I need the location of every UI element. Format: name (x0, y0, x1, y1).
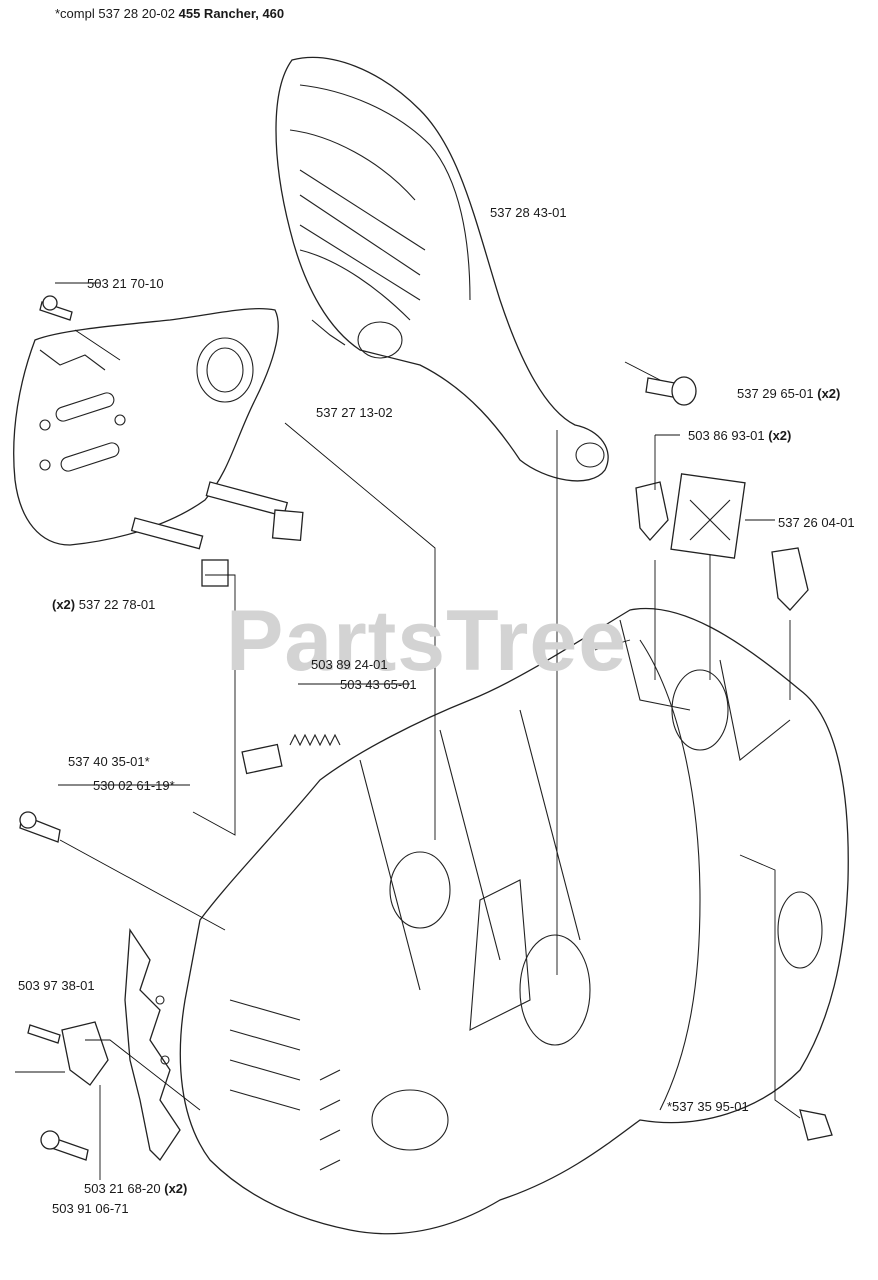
part-label-503-86-93-01[interactable]: 503 86 93-01 (x2) (688, 428, 792, 443)
part-label-503-97-38-01[interactable]: 503 97 38-01 (18, 978, 95, 993)
part-label-537-28-43-01[interactable]: 537 28 43-01 (490, 205, 567, 220)
part-label-503-21-68-20[interactable]: 503 21 68-20 (x2) (84, 1181, 188, 1196)
title-number: 537 28 20-02 (98, 6, 175, 21)
part-label-530-02-61-19[interactable]: 530 02 61-19* (93, 778, 175, 793)
partstree-watermark: PartsTree (226, 593, 628, 689)
part-label-537-27-13-02[interactable]: 537 27 13-02 (316, 405, 393, 420)
part-label-537-29-65-01[interactable]: 537 29 65-01 (x2) (737, 386, 841, 401)
part-label-537-35-95-01[interactable]: *537 35 95-01 (667, 1099, 749, 1114)
title-prefix: *compl (55, 6, 95, 21)
leader-lines (15, 282, 801, 1180)
part-label-503-89-24-01[interactable]: 503 89 24-01 (311, 657, 388, 672)
bolts-group (39, 295, 697, 587)
part-label-503-91-06-71[interactable]: 503 91 06-71 (52, 1201, 129, 1216)
part-label-537-26-04-01[interactable]: 537 26 04-01 (778, 515, 855, 530)
part-label-503-21-70-10[interactable]: 503 21 70-10 (87, 276, 164, 291)
small-right-parts (635, 473, 809, 611)
spring-damper (19, 733, 341, 843)
front-plate-part (27, 928, 833, 1162)
part-label-537-40-35-01[interactable]: 537 40 35-01* (68, 754, 150, 769)
crankcase-part (179, 607, 849, 1235)
part-label-503-43-65-01[interactable]: 503 43 65-01 (340, 677, 417, 692)
top-handle-part (275, 56, 609, 482)
chain-guide-plate-part (13, 307, 279, 546)
assembly-title: *compl 537 28 20-02 455 Rancher, 460 (55, 6, 284, 21)
part-label-537-22-78-01[interactable]: (x2) 537 22 78-01 (52, 597, 156, 612)
title-models: 455 Rancher, 460 (178, 6, 285, 21)
